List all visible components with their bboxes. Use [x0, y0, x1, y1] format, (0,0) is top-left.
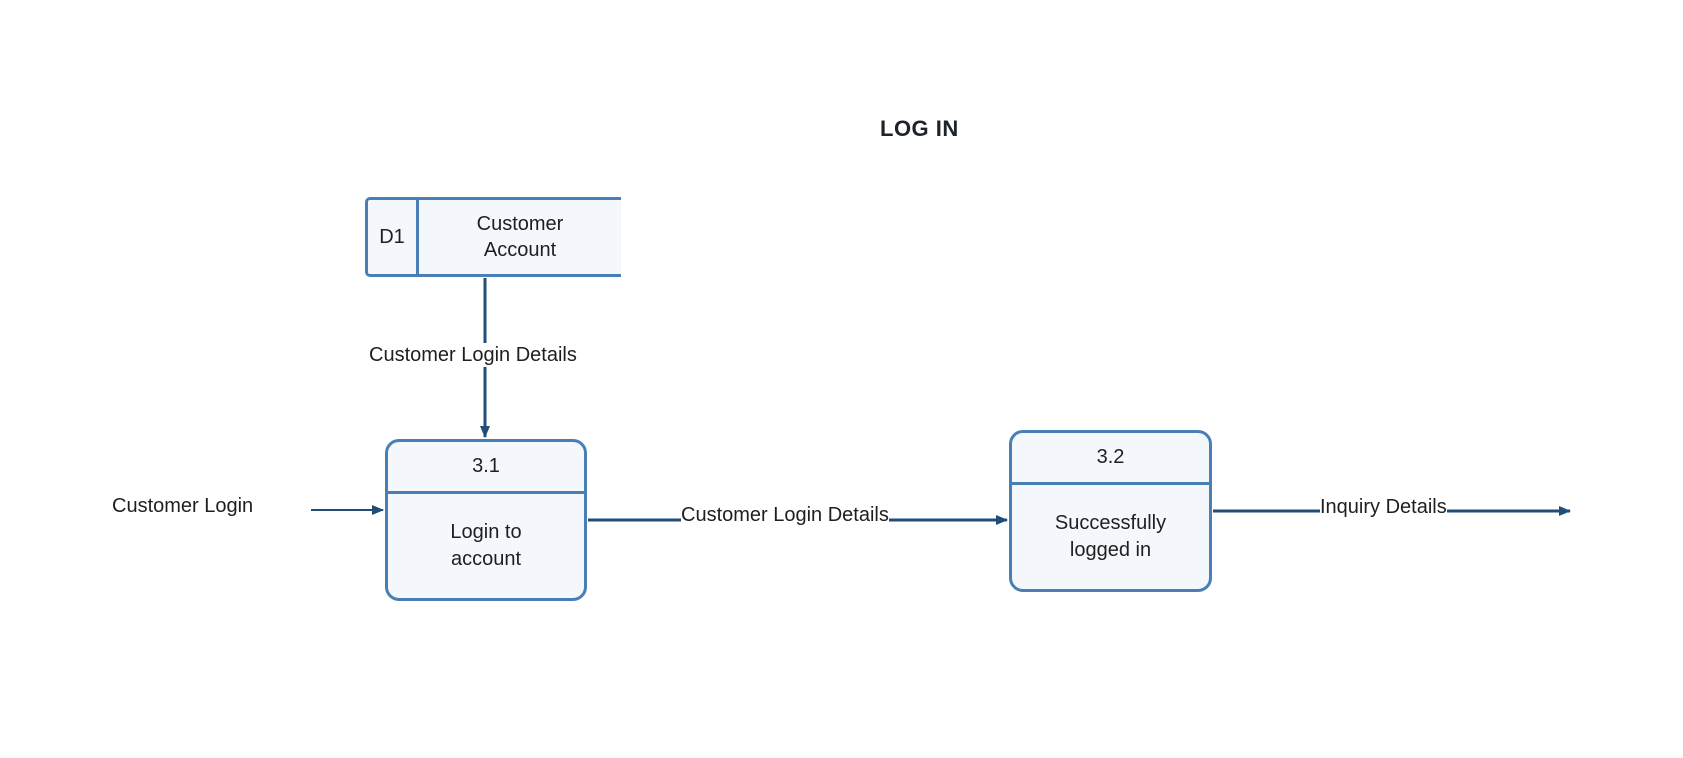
- data-store-name: Customer Account: [476, 213, 564, 261]
- process-id: 3.2: [1012, 433, 1209, 485]
- diagram-title: LOG IN: [880, 116, 959, 141]
- data-store-id: D1: [368, 200, 419, 274]
- process-3-1: 3.1 Login to account: [385, 439, 587, 601]
- process-id: 3.1: [388, 442, 584, 494]
- process-name: Login to account: [450, 521, 522, 570]
- flow-label-3-1-to-3-2: Customer Login Details: [681, 503, 889, 527]
- flow-label-d1-to-3-1: Customer Login Details: [369, 343, 577, 367]
- process-3-2: 3.2 Successfully logged in: [1009, 430, 1212, 592]
- data-store-d1: D1 Customer Account: [365, 197, 621, 277]
- process-name: Successfully logged in: [1054, 512, 1167, 561]
- flow-label-inquiry-details: Inquiry Details: [1320, 495, 1447, 519]
- flow-label-customer-login: Customer Login: [112, 494, 254, 518]
